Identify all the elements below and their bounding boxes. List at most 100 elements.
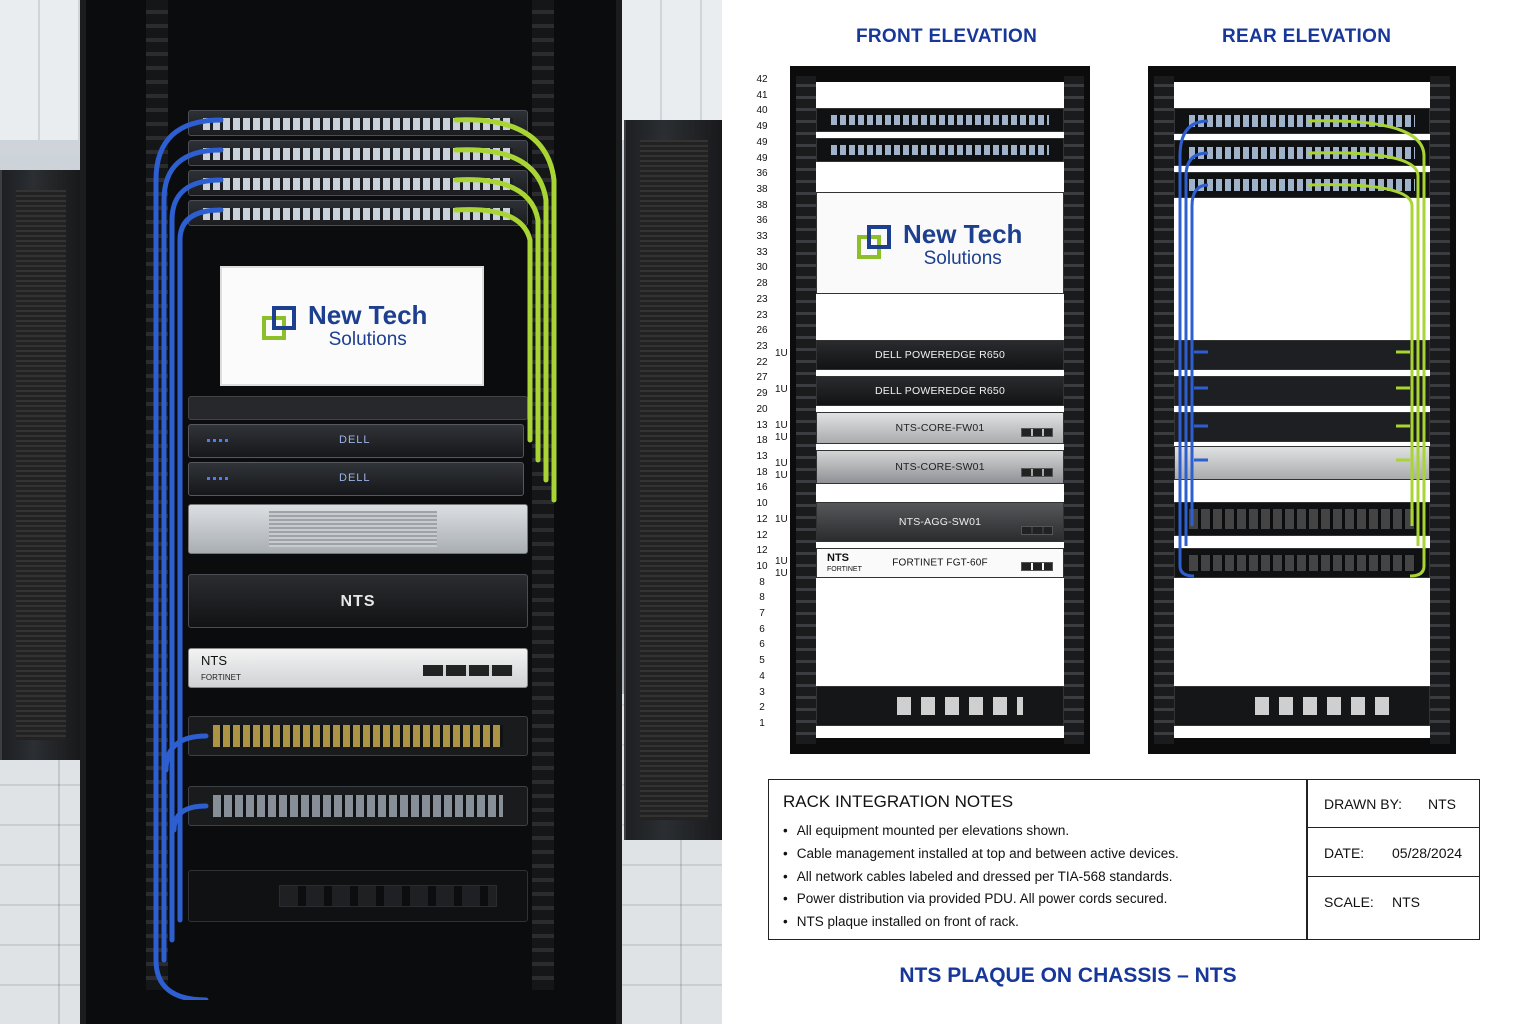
footer-caption: NTS PLAQUE ON CHASSIS – NTS: [899, 964, 1237, 987]
date-value: 05/28/2024: [1392, 844, 1463, 861]
drawn-by-label: DRAWN BY:: [1324, 795, 1403, 812]
unit-number: 3: [759, 686, 765, 698]
unit-number: 10: [756, 560, 768, 572]
front-patch-panel: [816, 108, 1064, 132]
unit-size-label: 1U: [775, 514, 788, 525]
logo-mark-icon: [262, 305, 302, 346]
unit-number: 26: [756, 325, 768, 337]
patch-switch: [188, 110, 528, 136]
unit-number: 49: [756, 136, 768, 148]
device-label: DELL POWEREDGE R650: [874, 385, 1006, 397]
unit-number: 4: [759, 670, 765, 682]
unit-number: 30: [756, 262, 768, 274]
front-device: NTS-CORE-SW01: [816, 450, 1064, 484]
unit-number: 42: [756, 74, 768, 85]
rack-integration-notes: RACK INTEGRATION NOTES All equipment mou…: [768, 779, 1480, 940]
unit-number: 38: [756, 199, 768, 211]
dell-server: DELL: [188, 424, 524, 458]
fortinet-label-top: NTS: [201, 653, 227, 668]
unit-number: 12: [756, 529, 768, 541]
rear-switch: [1174, 548, 1430, 578]
unit-number: 22: [756, 356, 768, 368]
nts-appliance: NTS: [188, 574, 528, 628]
scale-label: SCALE:: [1324, 894, 1374, 910]
unit-number: 23: [756, 293, 768, 305]
fortinet-sub-top: NTS: [827, 552, 849, 564]
patch-panel: [188, 716, 528, 756]
unit-number: 5: [759, 655, 765, 667]
unit-number: 12: [756, 545, 768, 557]
unit-size-label: 1U: [775, 568, 788, 579]
notes-list: All equipment mounted per elevations sho…: [783, 820, 1179, 934]
patch-switch: [188, 140, 528, 166]
unit-number: 41: [756, 89, 768, 101]
front-device: DELL POWEREDGE R650: [816, 376, 1064, 406]
device-label: NTS-AGG-SW01: [898, 516, 982, 528]
patch-panel: [188, 786, 528, 826]
drawn-by-value: NTS: [1428, 795, 1456, 812]
unit-number: 36: [756, 168, 768, 180]
rear-patch-panel: [1174, 108, 1430, 134]
front-device: DELL POWEREDGE R650: [816, 340, 1064, 370]
unit-number: 40: [756, 105, 768, 117]
unit-number: 6: [759, 623, 765, 635]
neighbor-cabinet: [624, 120, 722, 840]
logo-line1: New Tech: [308, 300, 428, 330]
front-rack: New Tech Solutions DELL POWEREDGE R650 D…: [790, 66, 1090, 754]
unit-number: 8: [759, 592, 765, 604]
rack-rail-right: [1430, 76, 1450, 744]
logo-line2: Solutions: [328, 329, 407, 350]
front-device: NTS-CORE-FW01: [816, 412, 1064, 444]
notes-title: RACK INTEGRATION NOTES: [783, 792, 1014, 811]
ceiling: [622, 0, 722, 140]
drawn-by-cell: DRAWN BY: NTS: [1308, 780, 1480, 828]
rear-patch-panel: [1174, 172, 1430, 198]
notes-item: Power distribution via provided PDU. All…: [783, 888, 1179, 911]
server-logo: DELL: [339, 472, 371, 484]
front-patch-panel: [816, 138, 1064, 162]
scale-value: NTS: [1392, 894, 1420, 910]
unit-size-label: 1U: [775, 348, 788, 359]
rear-switch: [1174, 502, 1430, 536]
notes-item: Cable management installed at top and be…: [783, 843, 1179, 866]
fortinet-sub-bottom: FORTINET: [827, 566, 862, 573]
date-label: DATE:: [1324, 844, 1365, 861]
unit-number: 18: [756, 435, 768, 447]
rear-patch-panel: [1174, 140, 1430, 166]
new-tech-logo: New Tech Solutions: [857, 221, 1022, 268]
unit-number: 12: [756, 513, 768, 525]
rear-cable-bundles: [1178, 119, 1426, 578]
rack-rail-right: [1064, 76, 1084, 744]
rear-rack: [1148, 66, 1456, 754]
unit-size-label: 1U: [775, 432, 788, 443]
unit-size-label: 1U: [775, 470, 788, 481]
unit-number: 27: [756, 372, 768, 384]
rack-rail-left: [1154, 76, 1174, 744]
pdu: [188, 870, 528, 922]
front-pdu: [816, 686, 1064, 726]
front-plaque: New Tech Solutions: [816, 192, 1064, 294]
nts-appliance-label: NTS: [340, 593, 376, 610]
rear-elevation-title: REAR ELEVATION: [1222, 26, 1392, 47]
unit-number: 49: [756, 121, 768, 133]
unit-number: 8: [759, 576, 765, 588]
patch-switch: [188, 200, 528, 226]
ceiling: [0, 0, 80, 140]
rack-photo: New Tech Solutions DELL DELL NTS NTS FOR…: [0, 0, 722, 1024]
rack-rail-left: [796, 76, 816, 744]
rear-device: [1174, 376, 1430, 406]
device-label: NTS-CORE-SW01: [895, 461, 985, 473]
unit-number: 7: [759, 608, 765, 620]
unit-number: 20: [756, 403, 768, 415]
unit-number: 1: [759, 718, 765, 729]
unit-number: 23: [756, 341, 768, 353]
unit-number: 16: [756, 482, 768, 494]
unit-number: 23: [756, 309, 768, 321]
notes-item: All equipment mounted per elevations sho…: [783, 820, 1179, 843]
rear-device: [1174, 340, 1430, 370]
nts-plaque: New Tech Solutions: [220, 266, 484, 386]
unit-number: 10: [756, 498, 768, 510]
front-device: NTS FORTINET FORTINET FGT-60F: [816, 548, 1064, 578]
logo-line1: New Tech: [903, 219, 1023, 249]
unit-size-label: 1U: [775, 420, 788, 431]
